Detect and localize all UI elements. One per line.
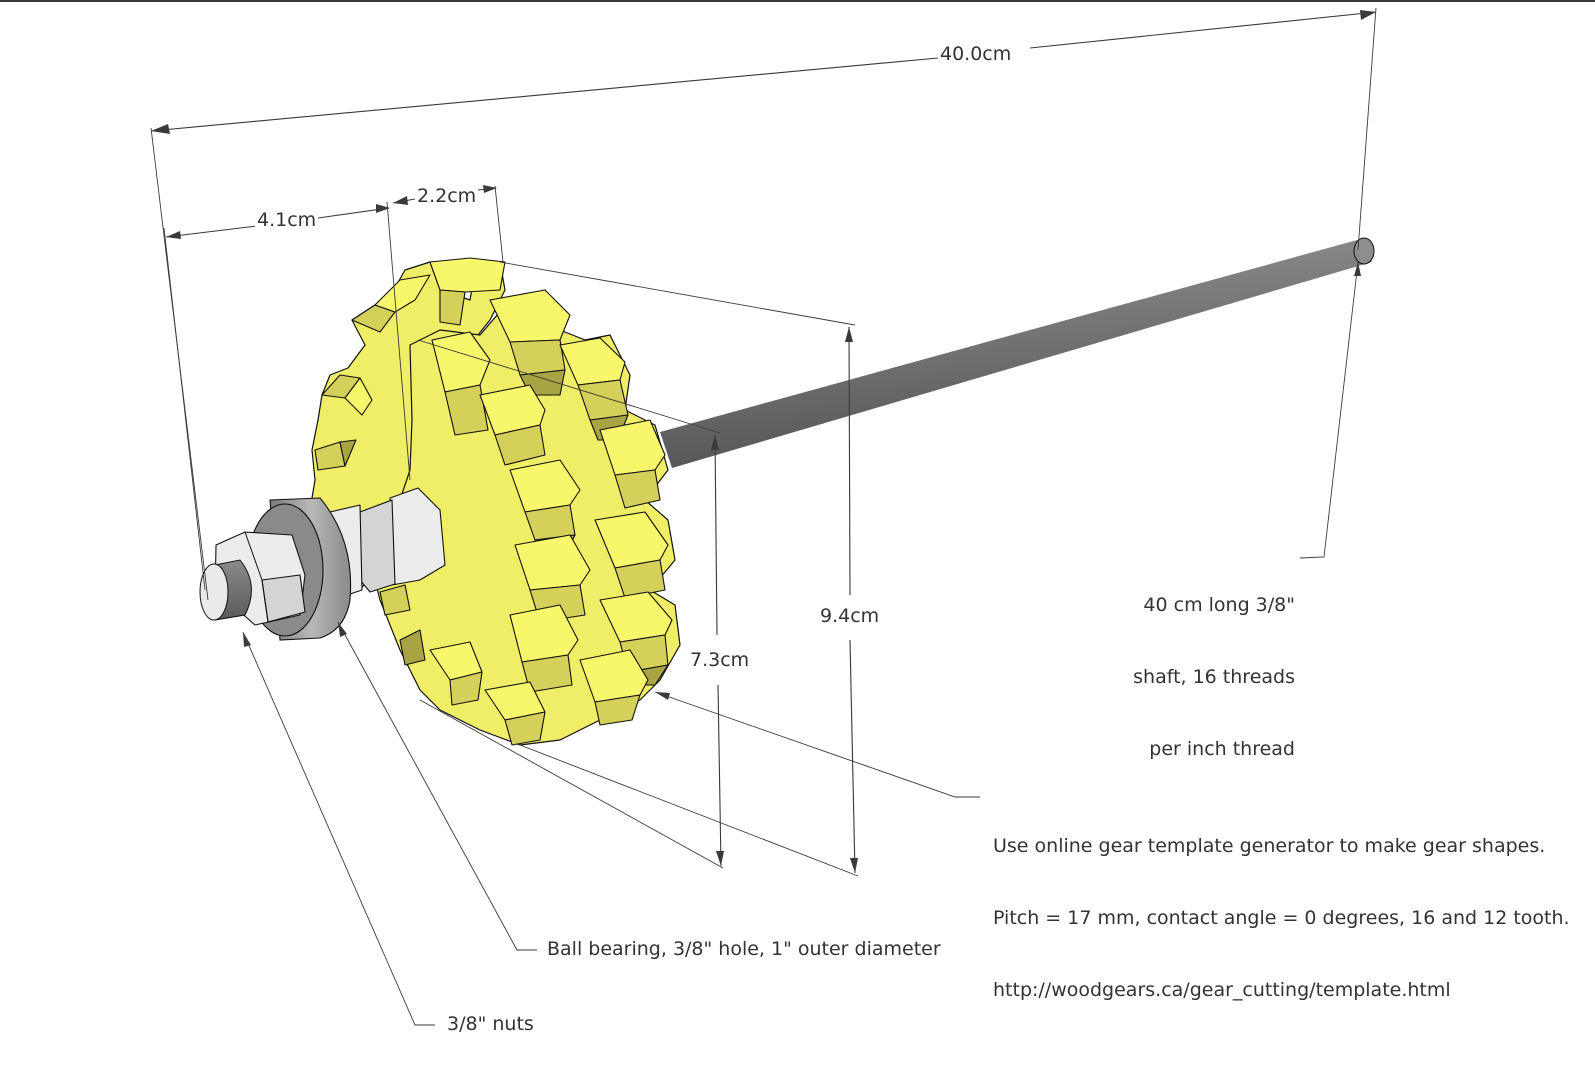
shaft-callout-line: shaft, 16 threads <box>1133 666 1295 688</box>
shaft-callout: 40 cm long 3/8" shaft, 16 threads per in… <box>1100 545 1295 785</box>
leader-gears <box>654 691 980 798</box>
shaft-callout-line: 40 cm long 3/8" <box>1143 594 1295 616</box>
leader-shaft <box>1299 261 1361 559</box>
leader-nuts <box>242 631 435 1026</box>
top-border <box>0 0 1595 2</box>
threaded-shaft <box>660 237 1375 468</box>
gears-callout: Use online gear template generator to ma… <box>993 786 1570 1026</box>
nut-stack <box>199 487 446 641</box>
leader-bearing <box>337 621 537 951</box>
gear-thickness-label: 2.2cm <box>415 184 479 208</box>
large-gear <box>369 289 681 746</box>
overall-length-label: 40.0cm <box>938 42 1014 66</box>
dimension-small-gear-diameter <box>417 339 724 869</box>
gears-callout-url[interactable]: http://woodgears.ca/gear_cutting/templat… <box>993 979 1451 1001</box>
bearing-callout: Ball bearing, 3/8" hole, 1" outer diamet… <box>547 938 941 960</box>
nut-stack-length-label: 4.1cm <box>255 208 319 232</box>
small-gear-diameter-label: 7.3cm <box>688 648 752 672</box>
shaft-end <box>199 559 252 621</box>
large-gear-diameter-label: 9.4cm <box>818 604 882 628</box>
dimension-large-gear-diameter <box>499 261 859 877</box>
shaft-callout-line: per inch thread <box>1149 738 1295 760</box>
gears-callout-line: Use online gear template generator to ma… <box>993 835 1546 857</box>
gears-callout-line: Pitch = 17 mm, contact angle = 0 degrees… <box>993 907 1570 929</box>
dimension-nut-stack <box>163 201 411 591</box>
dimension-gear-thickness <box>392 185 504 263</box>
nuts-callout: 3/8" nuts <box>447 1013 534 1035</box>
